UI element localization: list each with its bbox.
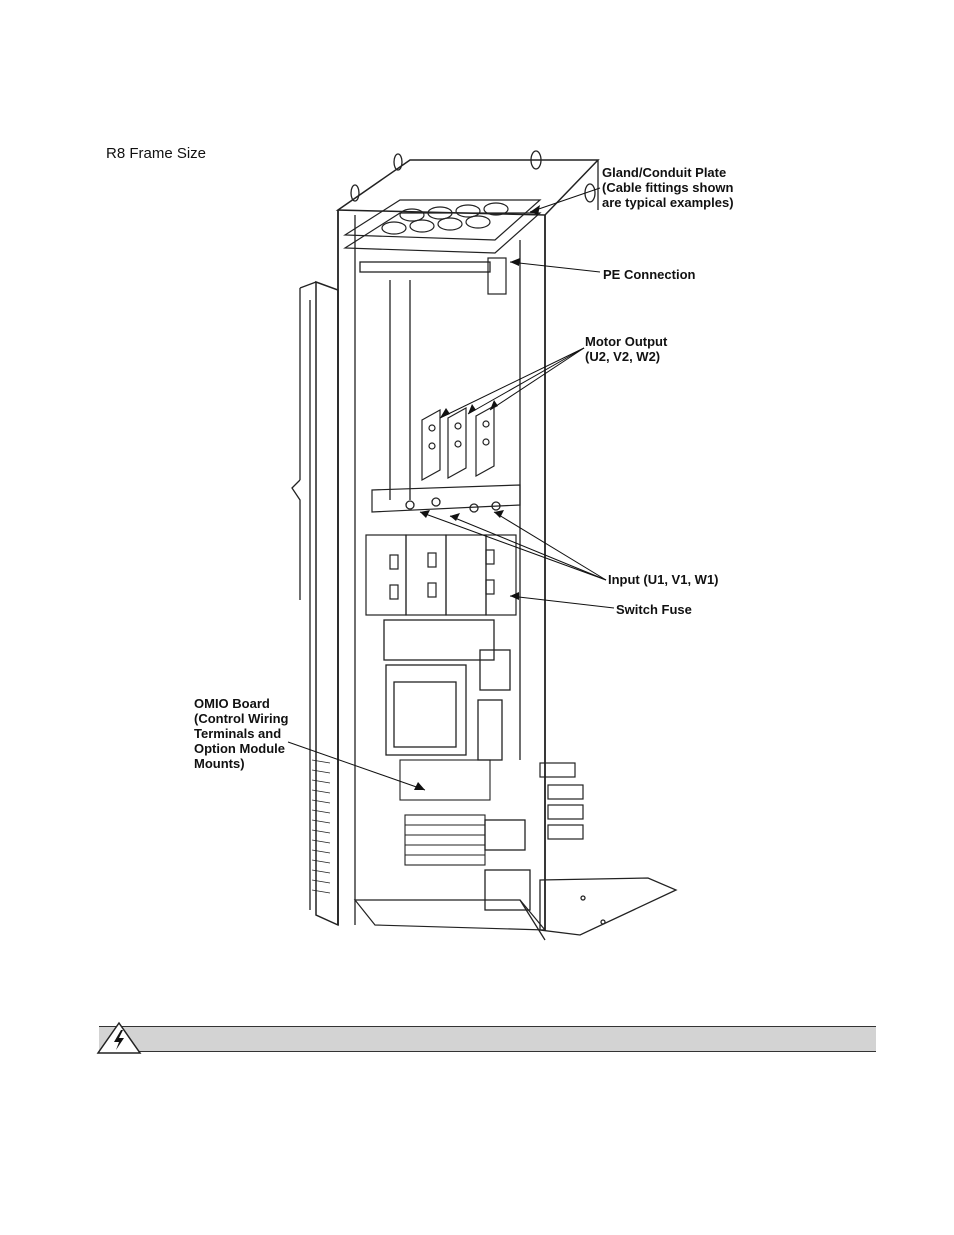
callout-line: (Control Wiring	[194, 711, 288, 726]
r8-drive-illustration	[0, 0, 954, 1000]
motor-output-label: Motor Output (U2, V2, W2)	[585, 334, 667, 364]
gland-plate	[345, 200, 540, 253]
lightning-warning-icon	[96, 1021, 142, 1055]
callout-line: PE Connection	[603, 267, 695, 282]
callout-line: (Cable fittings shown	[602, 180, 734, 195]
callout-line: Option Module	[194, 741, 288, 756]
omio-board-label: OMIO Board (Control Wiring Terminals and…	[194, 696, 288, 771]
switch-fuse-label: Switch Fuse	[616, 602, 692, 617]
pe-connection-label: PE Connection	[603, 267, 695, 282]
callout-line: OMIO Board	[194, 696, 288, 711]
callout-line: Motor Output	[585, 334, 667, 349]
callout-line: (U2, V2, W2)	[585, 349, 667, 364]
callout-line: Input (U1, V1, W1)	[608, 572, 719, 587]
omio-board	[400, 760, 490, 865]
warning-bar	[99, 1026, 876, 1052]
callout-line: Terminals and	[194, 726, 288, 741]
motor-output-terminals	[422, 406, 494, 480]
input-label: Input (U1, V1, W1)	[608, 572, 719, 587]
callout-line: Mounts)	[194, 756, 288, 771]
callout-line: are typical examples)	[602, 195, 734, 210]
callout-leader-lines	[288, 188, 614, 790]
switch-fuse	[366, 535, 516, 615]
gland-conduit-plate-label: Gland/Conduit Plate (Cable fittings show…	[602, 165, 734, 210]
callout-line: Switch Fuse	[616, 602, 692, 617]
callout-line: Gland/Conduit Plate	[602, 165, 734, 180]
